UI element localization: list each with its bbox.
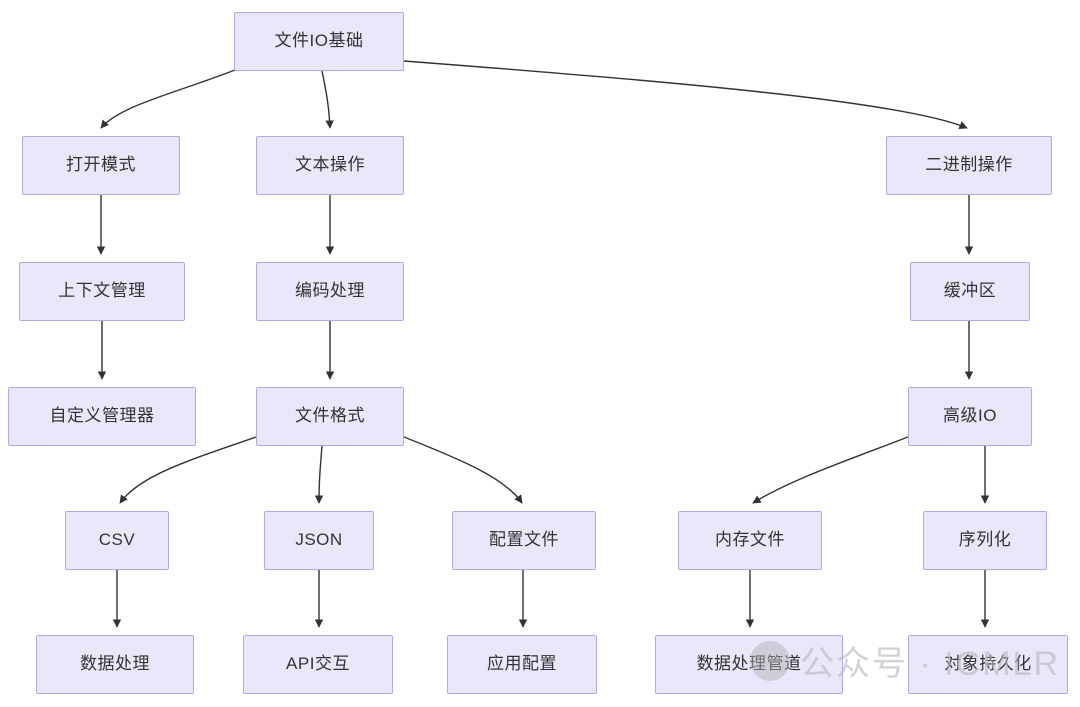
flow-node-dataproc[interactable]: 数据处理 <box>36 635 194 694</box>
flow-node-memfile[interactable]: 内存文件 <box>678 511 822 570</box>
flow-node-persist[interactable]: 对象持久化 <box>908 635 1068 694</box>
flow-node-custmgr[interactable]: 自定义管理器 <box>8 387 196 446</box>
flow-node-fileformat[interactable]: 文件格式 <box>256 387 404 446</box>
flow-edge-fileformat-to-conffile <box>403 436 523 504</box>
flow-node-label: 文件IO基础 <box>274 31 364 51</box>
flow-node-label: 应用配置 <box>487 654 557 674</box>
flow-node-label: CSV <box>98 530 136 550</box>
flow-node-appconf[interactable]: 应用配置 <box>447 635 597 694</box>
flow-node-label: 文本操作 <box>295 155 365 175</box>
flow-node-label: 上下文管理 <box>58 281 146 301</box>
flow-node-advio[interactable]: 高级IO <box>908 387 1032 446</box>
flow-edge-fileformat-to-json <box>314 445 324 504</box>
flow-node-root[interactable]: 文件IO基础 <box>234 12 404 71</box>
flow-node-label: 数据处理管道 <box>696 654 802 674</box>
flow-node-json[interactable]: JSON <box>264 511 374 570</box>
flow-node-label: 序列化 <box>958 530 1012 550</box>
flow-node-label: API交互 <box>286 654 350 674</box>
flow-edge-root-to-textop <box>321 70 334 129</box>
flow-edge-root-to-binop <box>403 60 968 129</box>
flow-edge-advio-to-memfile <box>752 436 909 504</box>
flow-node-binop[interactable]: 二进制操作 <box>886 136 1052 195</box>
flow-node-label: 文件格式 <box>295 406 365 426</box>
flow-node-label: 对象持久化 <box>944 654 1032 674</box>
flow-node-openmode[interactable]: 打开模式 <box>22 136 180 195</box>
flow-node-serialize[interactable]: 序列化 <box>923 511 1047 570</box>
flow-node-buffer[interactable]: 缓冲区 <box>910 262 1030 321</box>
flow-node-csv[interactable]: CSV <box>65 511 169 570</box>
flow-node-textop[interactable]: 文本操作 <box>256 136 404 195</box>
flow-node-label: 编码处理 <box>295 281 365 301</box>
flow-node-label: 内存文件 <box>715 530 785 550</box>
flow-edge-root-to-openmode <box>100 67 241 129</box>
flow-node-label: 数据处理 <box>80 654 150 674</box>
flow-node-label: 高级IO <box>943 406 997 426</box>
flow-node-label: 打开模式 <box>66 155 136 175</box>
flow-node-label: 配置文件 <box>489 530 559 550</box>
flow-node-label: 自定义管理器 <box>49 406 155 426</box>
flow-node-apiinter[interactable]: API交互 <box>243 635 393 694</box>
flow-node-label: JSON <box>295 530 343 550</box>
flow-edge-fileformat-to-csv <box>119 436 257 504</box>
flow-node-encoding[interactable]: 编码处理 <box>256 262 404 321</box>
flow-node-label: 二进制操作 <box>925 155 1013 175</box>
flow-node-pipeline[interactable]: 数据处理管道 <box>655 635 843 694</box>
flow-node-label: 缓冲区 <box>943 281 997 301</box>
flow-node-ctxmgr[interactable]: 上下文管理 <box>19 262 185 321</box>
flow-node-conffile[interactable]: 配置文件 <box>452 511 596 570</box>
